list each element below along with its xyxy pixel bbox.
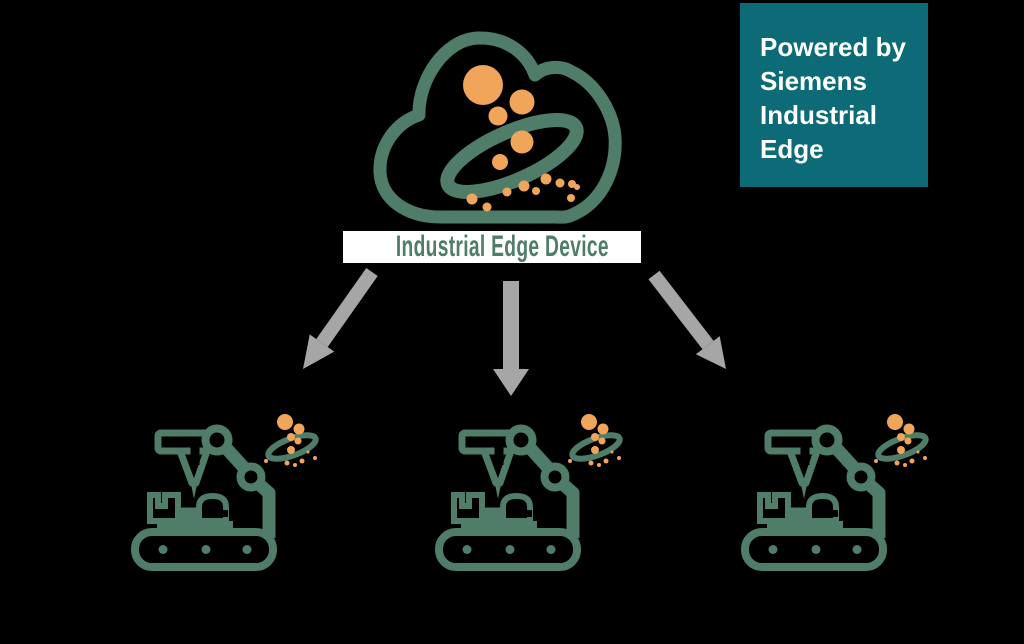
industrial-edge-cloud-icon [373,31,622,224]
arrow-right-icon [648,270,726,369]
badge-line: Edge [760,134,824,164]
device-label-bar: Industrial Edge Device [343,231,641,263]
badge-line: Powered by [760,32,906,62]
cloud-outline [373,31,622,224]
edge-swirl-large-icon [440,65,584,212]
powered-by-badge: Powered by Siemens Industrial Edge [740,3,928,187]
robot-machine-2 [430,406,630,576]
badge-line: Siemens [760,66,867,96]
robot-machine-1 [126,406,326,576]
arrow-down-icon [493,281,529,396]
badge-line: Industrial [760,100,878,130]
robot-machine-3 [736,406,936,576]
arrow-left-icon [303,267,378,369]
device-label-text: Industrial Edge Device [395,231,609,263]
